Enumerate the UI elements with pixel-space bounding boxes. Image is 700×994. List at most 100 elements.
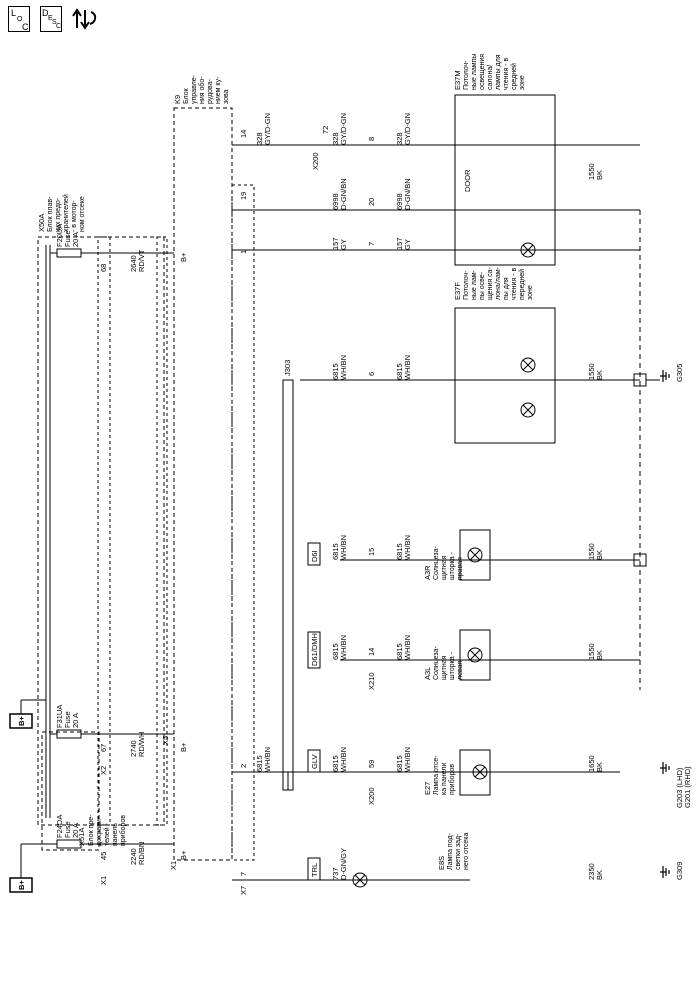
wire-157-num-1: 157	[331, 237, 340, 250]
k9-line-5: нием ку-	[215, 76, 222, 104]
x50a-title: X50A	[37, 214, 46, 232]
wire-1550-num-2: 1550	[587, 543, 596, 560]
ground-symbols	[660, 370, 670, 878]
wire-328-num-1: 328	[255, 132, 264, 145]
wire-6998-color-2: D-GN/BN	[403, 178, 412, 210]
conn-x5-label: X5	[161, 736, 170, 745]
pin-8: 8	[367, 137, 376, 141]
e37f-line-7: чтения - в	[511, 268, 518, 300]
a3r-line-2: щитная	[441, 555, 448, 580]
x51a-line-2: дохрани-	[96, 816, 103, 846]
wire-6815-num-1: 6815	[255, 755, 264, 772]
wire-1550-color-1: BK	[595, 650, 604, 660]
fuse-f31ua-rating: 20 A	[71, 713, 80, 728]
fuse-conn-x2: X2	[99, 766, 108, 775]
circuit-2740-num: 2740	[129, 740, 138, 757]
circuit-2640-num: 2640	[129, 255, 138, 272]
wire-6815-num-8: 6815	[395, 543, 404, 560]
e37f-line-8: передней	[518, 269, 526, 300]
fuse-f20ua-id: F20UA	[55, 224, 64, 247]
module-x51a-label: X51A	[77, 828, 86, 846]
a3r-line-1: Солнцеза-	[433, 545, 440, 580]
fuse-conn-x1: X1	[99, 876, 108, 885]
wire-6815-color-8: WH/BN	[403, 535, 412, 560]
k9-line-6: зова	[223, 89, 230, 104]
x50a-line-3: хранителей	[62, 194, 70, 232]
wire-6815-num-5: 6815	[331, 363, 340, 380]
wire-1550-num-3: 1550	[587, 363, 596, 380]
wire-328-num-2: 328	[331, 132, 340, 145]
a3l-id: A3L	[423, 667, 432, 680]
a3l-line-2: щитная	[441, 655, 448, 680]
pin-6: 6	[367, 372, 376, 376]
wire-1650-color: BK	[595, 762, 604, 772]
k9-line-2: управле-	[191, 74, 198, 104]
wire-157-color-2: GY	[403, 239, 412, 250]
option-d6i: D6I	[310, 550, 319, 562]
fuse-pin-67: 67	[99, 744, 108, 752]
fuse-f24da-rating: 20 A	[71, 823, 80, 838]
wire-1550-color-4: BK	[595, 170, 604, 180]
a3l-line-3: шторка -	[449, 651, 456, 680]
ground-g201: G201 (RHD)	[683, 766, 692, 808]
e37m-line-1: Потолоч-	[463, 60, 470, 90]
e37f-line-3: пы осве-	[479, 271, 486, 300]
conn-x1-label: X1	[169, 861, 178, 870]
x50a-line-1: Блок плав-	[47, 196, 54, 232]
e27-line-3: приборов	[448, 764, 456, 795]
fuse-f24da-id: F24DA	[55, 815, 64, 838]
option-d61dmh: D61/DMH	[310, 633, 319, 666]
signal-flow-icon[interactable]	[72, 6, 98, 32]
e37f-line-2: ные лам-	[471, 269, 478, 300]
e37f-id: E37F	[453, 282, 462, 300]
option-door: DOOR	[463, 169, 472, 192]
bplus-label-4: B+	[179, 742, 188, 752]
wire-6815-color-3: WH/BN	[339, 635, 348, 660]
bplus-label-5: B+	[179, 252, 188, 262]
e37m-line-2: ные лампы	[471, 54, 478, 90]
wire-1550-color-3: BK	[595, 370, 604, 380]
wire-2350-num: 2350	[587, 863, 596, 880]
e8s-line-1: Лампа под-	[447, 832, 454, 870]
wire-1550-color-2: BK	[595, 550, 604, 560]
e27-line-2: ка панели	[441, 763, 448, 795]
x51a-title: X51A	[77, 828, 86, 846]
wire-2350-color: BK	[595, 870, 604, 880]
x51a-line-5: приборов	[119, 815, 127, 846]
wire-6815-num-7: 6815	[395, 643, 404, 660]
wire-328-color-1: GY/D-GN	[263, 113, 272, 145]
ground-g305: G305	[675, 364, 684, 382]
a3r-line-4: правая	[457, 557, 464, 580]
fuse-pin-45: 45	[99, 852, 108, 860]
wire-6998-num-1: 6998	[331, 193, 340, 210]
e8s-line-3: него отсека	[463, 833, 470, 870]
wire-6815-color-6: WH/BN	[403, 747, 412, 772]
fuse-f24da-type: Fuse	[63, 821, 72, 838]
wire-6815-num-3: 6815	[331, 643, 340, 660]
e37m-line-6: чтения - в	[503, 58, 510, 90]
lamp-symbols	[352, 242, 536, 888]
e37f-line-9: зоне	[527, 285, 534, 300]
a3r-line-3: шторка -	[449, 551, 456, 580]
pin-k9-1: 1	[239, 250, 248, 254]
e27-id: E27	[423, 782, 432, 795]
e37f-line-1: Потолоч-	[463, 270, 470, 300]
e37f-line-6: пы для	[503, 277, 510, 300]
k9-line-3: ния обо-	[198, 76, 206, 104]
option-trl: TRL	[310, 863, 319, 877]
conn-x210-label: X210	[367, 672, 376, 690]
e37m-line-7: средней	[510, 63, 518, 90]
x50a-line-2: ких предо-	[55, 197, 62, 232]
circuit-2240-num: 2240	[129, 848, 138, 865]
pin-k9-19: 19	[239, 192, 248, 200]
fuse-f20ua-rating: 20 A	[71, 232, 80, 247]
wire-737-num: 737	[331, 867, 340, 880]
conn-x7-label: X7	[239, 886, 248, 895]
wire-6815-num-6: 6815	[395, 755, 404, 772]
pin-15: 15	[367, 548, 376, 556]
wire-6998-color-1: D-GN/BN	[339, 178, 348, 210]
